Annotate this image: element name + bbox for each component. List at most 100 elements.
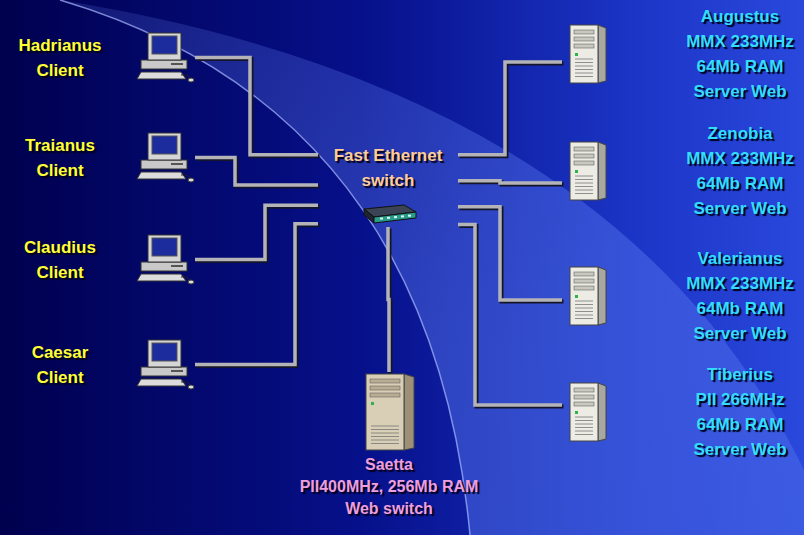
grille-line [371,433,399,434]
grille-line [575,427,593,428]
text-column: SaettaPII400MHz, 256Mb RAMWeb switch [300,454,479,520]
connector-group [458,62,564,156]
node-label: 64Mb RAM [697,171,784,196]
client-node: CaesarClient [4,337,195,392]
grille-line [575,424,593,425]
ethernet-cable [195,224,318,365]
tower-side [598,25,606,83]
client-icon [135,232,195,287]
client-icon [135,337,195,392]
grille-line [575,183,593,184]
grille-line [575,431,593,432]
grille-line [371,443,399,444]
node-label: 64Mb RAM [697,296,784,321]
text-column: TraianusClient [4,133,116,183]
switch-side [374,212,416,223]
power-light [575,53,578,56]
tower-front [570,25,598,83]
pc-mouse [188,280,194,284]
ethernet-cable [195,158,318,186]
swoosh-line [60,0,470,535]
tower-front [570,267,598,325]
tower-front [570,383,598,441]
grille-line [575,417,593,418]
pc-base [141,60,187,69]
connector-shadow [197,159,320,187]
drive-bay [574,44,594,48]
connector-group [458,181,564,185]
pc-monitor [148,133,181,160]
node-label: MMX 233MHz [686,146,794,171]
grille-line [575,66,593,67]
grille-line [575,62,593,63]
port-light [380,218,383,220]
pc-drive [171,163,183,165]
text-column: Fast Ethernet switch [318,143,458,193]
pc-monitor [148,33,181,60]
server-node: ValerianusMMX 233MHz64Mb RAMServer Web [562,246,800,346]
pc-mouse [188,78,194,82]
node-label: Server Web [693,196,786,221]
pc-cable [181,382,190,385]
pc-drive [171,63,183,65]
pc-cable [181,175,190,178]
client-node: HadrianusClient [4,30,195,85]
node-label: PII 266MHz [696,387,785,412]
drive-bay [370,386,400,390]
connector-group [195,224,320,366]
node-label: Hadrianus [18,33,101,58]
server-node: TiberiusPII 266MHz64Mb RAMServer Web [562,362,800,462]
text-column: ValerianusMMX 233MHz64Mb RAMServer Web [680,246,800,346]
text-column: ZenobiaMMX 233MHz64Mb RAMServer Web [680,121,800,221]
pc-cable [181,75,190,78]
drive-bay [574,395,594,399]
switch-icon [358,199,418,227]
pc-base [141,367,187,376]
drive-bay [574,154,594,158]
grille-line [371,440,399,441]
grille-line [575,434,593,435]
connector-shadow [197,59,320,156]
pc-mouse [188,385,194,389]
node-label: 64Mb RAM [697,54,784,79]
switch-front [364,209,374,223]
client-icon [135,30,195,85]
node-label: Tiberius [707,362,773,387]
node-label: 64Mb RAM [697,412,784,437]
grille-line [575,179,593,180]
node-label: PII400MHz, 256Mb RAM [300,476,479,498]
drive-bay [574,272,594,276]
tower-side [598,267,606,325]
pc-screen [152,238,177,256]
client-node: ClaudiusClient [4,232,195,287]
connector-group [195,158,320,187]
connector-group [195,58,320,157]
drive-bay [574,147,594,151]
pc-mouse [188,178,194,182]
server-icon [562,140,608,202]
drive-bay [574,286,594,290]
server-icon [562,265,608,327]
connector-shadow [197,225,320,366]
ethernet-cable [458,181,562,183]
pc-screen [152,136,177,154]
drive-bay [574,161,594,165]
grille-line [575,176,593,177]
tower-side [404,374,414,450]
node-label: MMX 233MHz [686,271,794,296]
text-column: HadrianusClient [4,33,116,83]
node-label: MMX 233MHz [686,29,794,54]
drive-bay [574,37,594,41]
power-light [575,411,578,414]
swoosh-band [60,0,804,535]
connector-group [458,224,564,406]
pc-monitor [148,340,181,367]
node-label: Client [36,365,83,390]
tower-side [598,142,606,200]
power-light [575,170,578,173]
connector-group [388,227,391,374]
node-label: Web switch [345,498,433,520]
grille-line [575,308,593,309]
